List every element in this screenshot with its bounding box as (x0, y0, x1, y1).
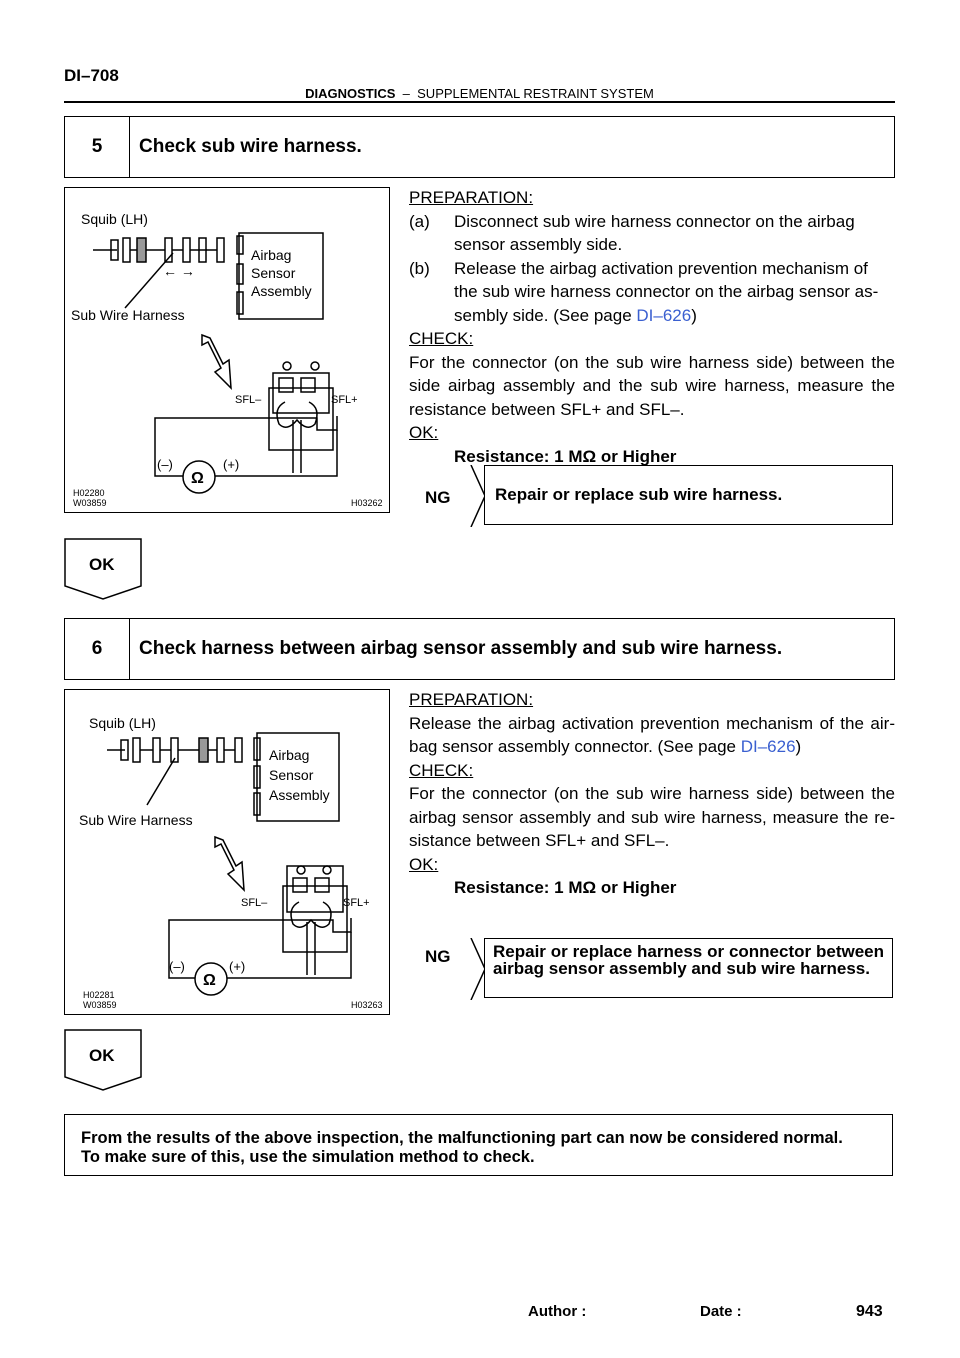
header-separator: – (402, 86, 410, 101)
header-subsection: SUPPLEMENTAL RESTRAINT SYSTEM (417, 86, 654, 101)
step-5-diagram: Squib (LH) ← → Airbag Sensor Assembly Su… (71, 211, 383, 508)
step-5-title: Check sub wire harness. (139, 136, 362, 157)
step-5-prep-heading: PREPARATION: (409, 188, 534, 207)
step-6-page-link[interactable]: DI–626 (740, 737, 796, 756)
step-6-ok-spec: Resistance: 1 MΩ or Higher (454, 878, 677, 897)
step-6-ok-label: OK (89, 1046, 115, 1065)
fig5-code-right: H03262 (351, 498, 383, 508)
step-5-page-link[interactable]: DI–626 (636, 305, 692, 325)
step-5-ok-heading: OK: (409, 423, 439, 442)
fig5-harness-label: Sub Wire Harness (71, 307, 185, 323)
fig6-sfl-plus: SFL+ (343, 897, 370, 909)
step-6-body: PREPARATION: Release the airbag activati… (409, 688, 895, 900)
step-5-body: PREPARATION: (a)Disconnect sub wire harn… (409, 186, 895, 468)
step-6-prep-text: Release the airbag activation prevention… (409, 713, 895, 757)
step-6-prep-heading: PREPARATION: (409, 690, 534, 709)
fig6-meter-plus: (+) (229, 959, 245, 974)
step-6-diagram: Squib (LH) Airbag Sensor Assembly Sub Wi… (79, 715, 383, 1010)
step-5-check-text: For the connector (on the sub wire harne… (409, 352, 895, 419)
header-section: DIAGNOSTICS (305, 86, 396, 101)
fig6-sfl-minus: SFL– (241, 897, 268, 909)
fig6-code-left-2: W03859 (83, 1000, 117, 1010)
step-6-ok-tag-icon: OK (64, 1029, 142, 1091)
step-5-check-heading: CHECK: (409, 329, 474, 348)
step-6-check-heading: CHECK: (409, 760, 474, 780)
step-5-ok-label: OK (89, 555, 115, 574)
step-5-ng-arrow-icon: NG (409, 465, 485, 527)
footer-date-label: Date : (700, 1303, 742, 1320)
page-code: DI–708 (64, 66, 119, 85)
step-5-prep-b: (b)Release the airbag activation prevent… (409, 258, 879, 325)
step-6-title: Check harness between airbag sensor asse… (139, 638, 783, 659)
fig5-code-left-2: W03859 (73, 498, 107, 508)
fig6-meter-minus: (–) (169, 959, 185, 974)
fig5-sensor-label-2: Sensor (251, 265, 296, 281)
fig6-code-right: H03263 (351, 1000, 383, 1010)
fig5-arrows: ← → (163, 263, 195, 279)
step-5-figure: Squib (LH) ← → Airbag Sensor Assembly Su… (64, 187, 390, 513)
step-5-ng-label: NG (425, 488, 451, 507)
fig5-sfl-plus: SFL+ (331, 394, 358, 406)
step-6-check-text: For the connector (on the sub wire harne… (409, 784, 895, 850)
step-6-ng-arrow-icon: NG (425, 938, 485, 1000)
step-5-header: 5 Check sub wire harness. (64, 116, 895, 178)
fig6-ohm-icon: Ω (203, 972, 216, 989)
step-6-figure: Squib (LH) Airbag Sensor Assembly Sub Wi… (64, 689, 390, 1015)
step-5-ng-action: Repair or replace sub wire harness. (484, 465, 893, 525)
fig6-code-left-1: H02281 (83, 990, 115, 1000)
fig5-ohm-icon: Ω (191, 470, 204, 487)
header-section-line: DIAGNOSTICS – SUPPLEMENTAL RESTRAINT SYS… (64, 86, 895, 101)
fig6-squib-label: Squib (LH) (89, 715, 156, 731)
step-6-ok-heading: OK: (409, 854, 439, 874)
step-6-number: 6 (65, 619, 130, 679)
final-note-line-2: To make sure of this, use the simulation… (81, 1148, 535, 1166)
step-5-ok-spec: Resistance: 1 MΩ or Higher (454, 446, 677, 466)
fig6-sensor-label-2: Sensor (269, 767, 314, 783)
fig5-sensor-label-1: Airbag (251, 247, 291, 263)
step-5-prep-a: (a)Disconnect sub wire harness connector… (409, 211, 855, 255)
fig5-squib-label: Squib (LH) (81, 211, 148, 227)
fig5-sfl-minus: SFL– (235, 394, 262, 406)
final-note: From the results of the above inspection… (64, 1114, 893, 1176)
header-rule (64, 101, 895, 103)
fig5-meter-plus: (+) (223, 457, 239, 472)
fig6-sensor-label-1: Airbag (269, 747, 309, 763)
step-6-ng-action: Repair or replace harness or connector b… (484, 938, 893, 998)
fig5-code-left-1: H02280 (73, 488, 105, 498)
final-note-line-1: From the results of the above inspection… (81, 1129, 843, 1147)
step-5-ok-tag-icon: OK (64, 538, 142, 600)
footer-page-number: 943 (856, 1303, 883, 1320)
fig5-meter-minus: (–) (157, 457, 173, 472)
fig6-harness-label: Sub Wire Harness (79, 812, 193, 828)
step-6-ng-label: NG (425, 947, 451, 966)
step-5-number: 5 (65, 117, 130, 177)
fig5-sensor-label-3: Assembly (251, 283, 312, 299)
step-6-header: 6 Check harness between airbag sensor as… (64, 618, 895, 680)
footer-author-label: Author : (528, 1303, 587, 1320)
fig6-sensor-label-3: Assembly (269, 787, 330, 803)
